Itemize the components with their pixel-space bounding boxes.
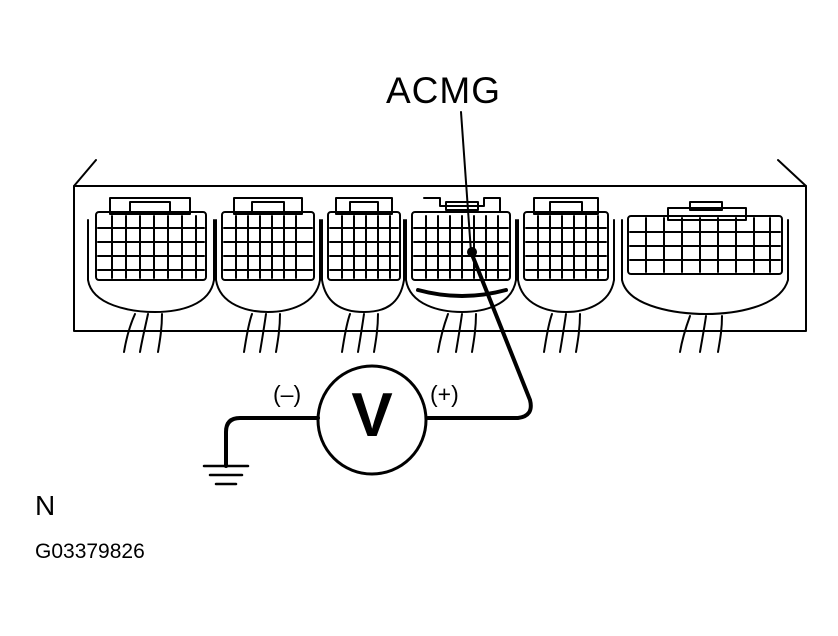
voltmeter-symbol: V — [351, 381, 393, 450]
ecu-connector-5 — [517, 197, 615, 353]
ecu-connector-3 — [321, 197, 405, 353]
acmg-leader-line — [460, 111, 472, 253]
ecu-housing — [73, 159, 807, 332]
negative-probe-lead — [224, 416, 320, 468]
probe-tip — [467, 247, 477, 257]
positive-probe-lead — [426, 250, 533, 420]
ecu-connector-4 — [405, 197, 517, 353]
ecu-connector-6 — [621, 201, 789, 353]
page-letter: N — [35, 490, 56, 521]
ecu-connector-2 — [215, 197, 321, 353]
figure-code: G03379826 — [35, 540, 145, 563]
ground-icon — [202, 464, 250, 486]
terminal-label-acmg: ACMG — [386, 70, 501, 111]
positive-probe-label: (+) — [430, 381, 459, 407]
negative-probe-label: (–) — [273, 381, 302, 407]
ecu-connector-1 — [87, 197, 215, 353]
